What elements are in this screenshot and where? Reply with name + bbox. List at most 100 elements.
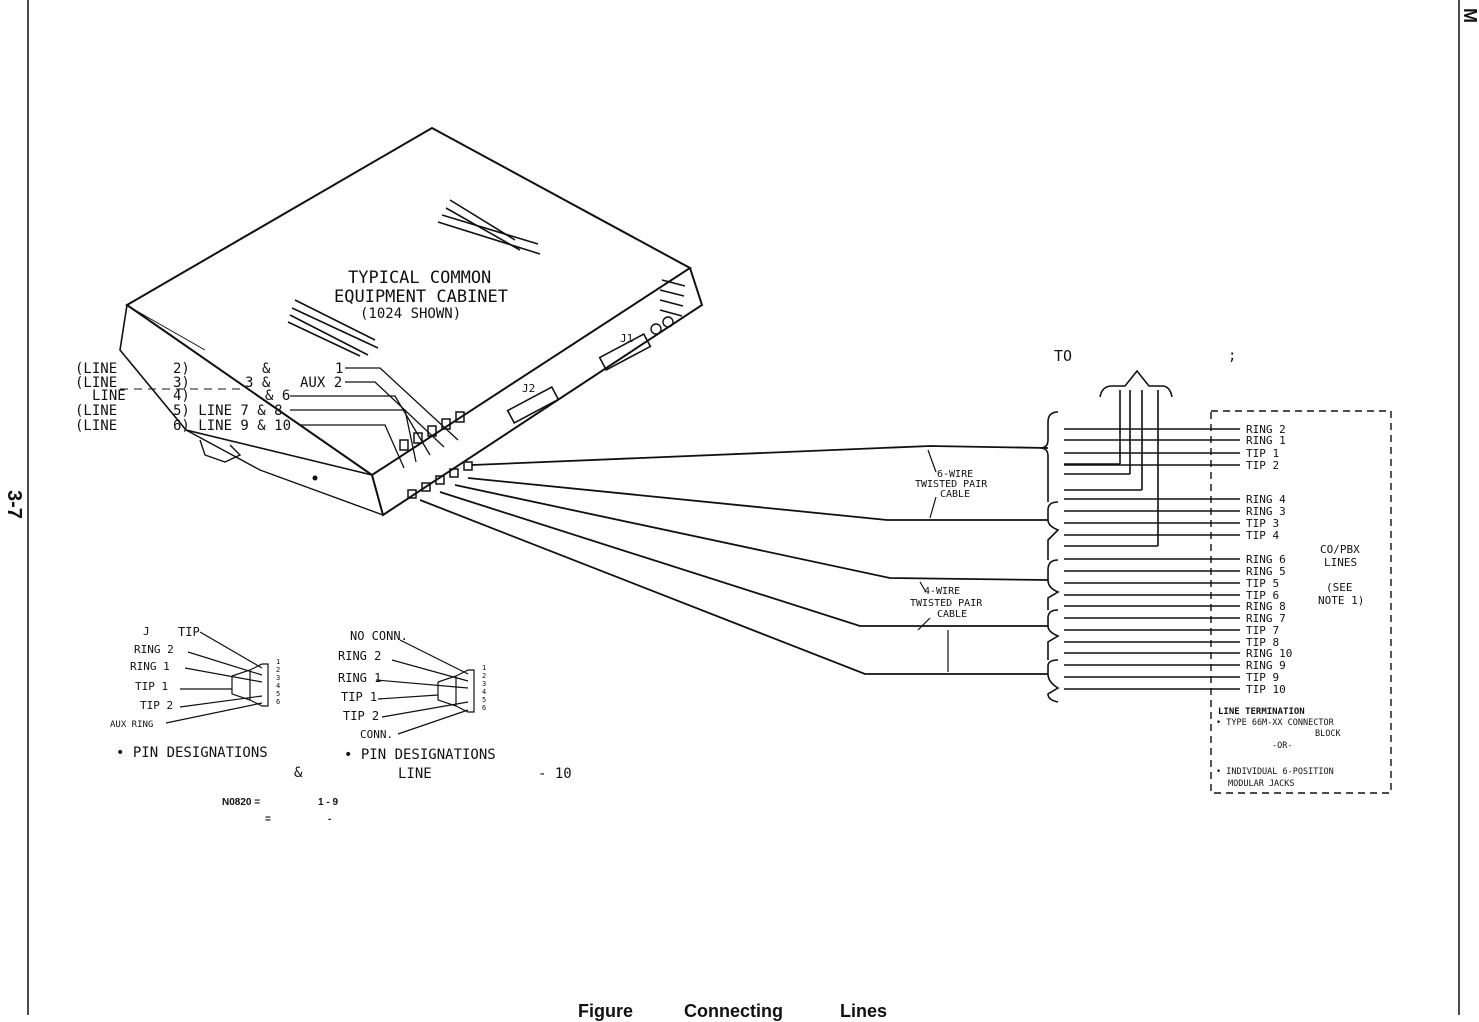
pin-left-caption: • PIN DESIGNATIONS [116,745,268,761]
termination-opt1b: BLOCK [1315,729,1341,739]
pin-right-num-5: 5 [482,696,486,704]
cabinet-title-line3: (1024 SHOWN) [360,306,461,322]
co-pbx-line3: (SEE [1326,581,1353,594]
terminal-label: RING 7 [1246,612,1286,625]
terminal-label: RING 6 [1246,553,1286,566]
terminal-label: TIP 9 [1246,671,1279,684]
terminal-label: RING 1 [1246,434,1286,447]
pin-right-caption2: LINE [398,766,432,782]
four-wire-cable-label: 4-WIRE TWISTED PAIR CABLE [910,586,983,620]
co-pbx-label: CO/PBX LINES (SEE NOTE 1) [1318,543,1364,607]
terminal-label: TIP 2 [1246,459,1279,472]
vent-grille-top [437,199,541,255]
pin-right-label-4: TIP 1 [341,690,377,704]
terminal-label: RING 8 [1246,600,1286,613]
modular-jack-row-lower [407,461,473,499]
pin-left-label-5: TIP 2 [140,699,173,712]
terminal-label: RING 9 [1246,659,1286,672]
line-termination-box [1210,410,1392,794]
cabinet-title-line2: EQUIPMENT CABINET [334,287,508,307]
pin-right-label-1: NO CONN. [350,629,408,643]
pin-left-prefix: J [143,625,150,638]
terminal-label: TIP 4 [1246,529,1279,542]
cable-bundle [419,445,1049,675]
terminal-label: RING 5 [1246,565,1286,578]
pin-right-num-6: 6 [482,704,486,712]
four-wire-label-3: CABLE [937,609,967,620]
line-label-2-suffix: AUX 2 [300,375,342,391]
terminal-wires [1064,428,1240,690]
equipment-cabinet: TYPICAL COMMON EQUIPMENT CABINET (1024 S… [119,126,704,517]
termination-or: -OR- [1272,741,1292,751]
terminal-label: TIP 1 [1246,447,1279,460]
connector-j1-label: J1 [620,332,633,345]
vent-grille-side [659,279,686,317]
semicolon-mark: ; [1228,348,1236,364]
pin-left-num-2: 2 [276,666,280,674]
termination-title: LINE TERMINATION [1218,707,1305,717]
four-wire-label-1: 4-WIRE [924,586,960,597]
corner-mark: M [1460,8,1479,23]
pin-right-num-2: 2 [482,672,486,680]
line-label-list: (LINE 2) & 1 (LINE 3) 3 & AUX 2 LINE 4) … [75,361,459,469]
pin-right-label-6: CONN. [360,728,393,741]
terminal-label: TIP 5 [1246,577,1279,590]
pin-right-label-2: RING 2 [338,649,381,663]
pin-left-label-2: RING 2 [134,643,174,656]
pin-right-num-4: 4 [482,688,486,696]
cable-braces [1039,411,1060,703]
terminal-label: RING 4 [1246,493,1286,506]
pin-right-label-5: TIP 2 [343,709,379,723]
cabinet-title-line1: TYPICAL COMMON [348,268,491,288]
note2: = [265,814,271,825]
co-pbx-line1: CO/PBX [1320,543,1360,556]
vent-grille-mid [287,299,379,357]
to-arrow-bracket [1064,369,1173,547]
pin-left-numbers: 1 2 3 4 5 6 [276,658,280,706]
pin-left-label-4: TIP 1 [135,680,168,693]
terminal-label: RING 10 [1246,647,1292,660]
connector-j2-label: J2 [522,382,535,395]
line-label-1-mid: 2) [173,361,190,377]
terminal-label: TIP 8 [1246,636,1279,649]
pin-right-caption: • PIN DESIGNATIONS [344,747,496,763]
terminal-label: TIP 3 [1246,517,1279,530]
pin-right-num-3: 3 [482,680,486,688]
cable-callouts [917,449,949,672]
line-label-5-left: (LINE [75,418,117,434]
pin-left-num-5: 5 [276,690,280,698]
line-label-1-left: (LINE [75,361,117,377]
pin-left-num-6: 6 [276,698,280,706]
note1b: 1 - 9 [318,797,338,808]
line-label-2-mid: 3) [173,375,190,391]
pin-left-label-1: TIP [178,625,200,639]
line-label-2-left: (LINE [75,375,117,391]
line-label-3-mid: 4) [173,388,190,404]
four-wire-label-2: TWISTED PAIR [910,598,983,609]
to-label: TO [1054,347,1072,365]
termination-opt2b: MODULAR JACKS [1228,779,1295,789]
line-label-5-mid: 6) LINE 9 & 10 [173,418,291,434]
line-label-3-right: & 6 [265,388,290,404]
note2b: - [328,814,331,825]
pin-left-label-3: RING 1 [130,660,170,673]
line-label-1-right: & [262,361,271,377]
terminal-label: TIP 10 [1246,683,1286,696]
pin-right-caption3: - 10 [538,766,572,782]
co-pbx-line4: NOTE 1) [1318,594,1364,607]
pin-left-caption2: & [294,765,303,781]
note1: N0820 = [222,797,260,808]
co-pbx-line2: LINES [1324,556,1357,569]
figure-caption-word3: Lines [840,1001,887,1021]
terminal-label: RING 2 [1246,423,1286,436]
figure-caption-word1: Figure [578,1001,633,1021]
modular-jack-row-upper [399,411,465,451]
page-side-number: 3-7 [3,490,25,519]
termination-opt1a: • TYPE 66M-XX CONNECTOR [1216,718,1335,728]
line-label-2-right: 3 & [245,375,271,391]
pin-left-num-3: 3 [276,674,280,682]
pin-diagram-right: NO CONN. RING 2 RING 1 TIP 1 TIP 2 CONN.… [338,629,572,782]
terminal-label: TIP 7 [1246,624,1279,637]
